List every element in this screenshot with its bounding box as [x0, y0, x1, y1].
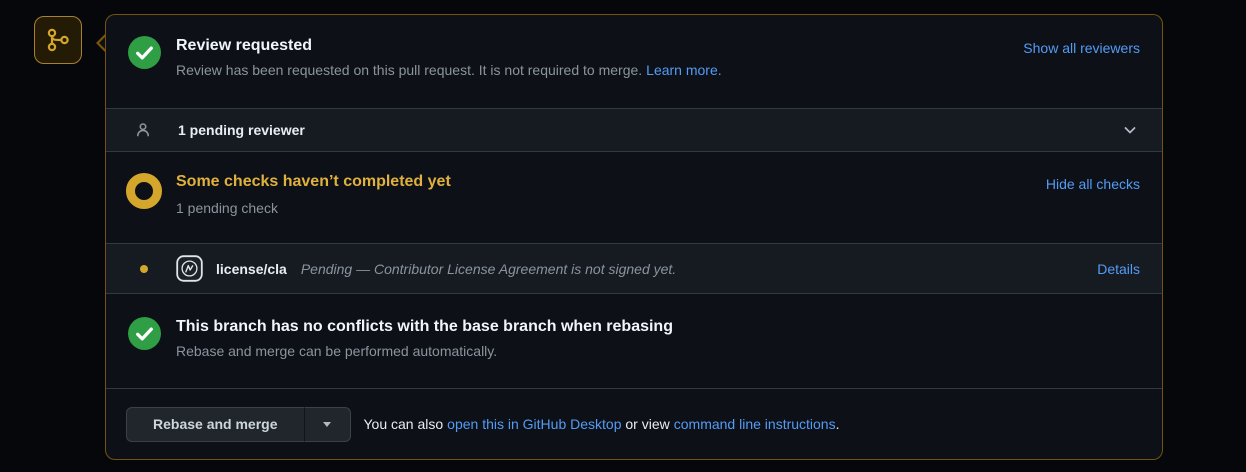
mergeability-subtitle: Rebase and merge can be performed automa…	[176, 343, 498, 359]
check-circle-icon	[128, 317, 161, 350]
merge-box-pointer	[96, 32, 108, 54]
pending-reviewer-label: 1 pending reviewer	[178, 122, 305, 138]
mergeability-title: This branch has no conflicts with the ba…	[176, 318, 673, 335]
github-desktop-link[interactable]: open this in GitHub Desktop	[447, 416, 622, 432]
caret-down-icon	[323, 421, 331, 427]
check-name: license/cla	[216, 260, 287, 277]
sentence-period: .	[835, 416, 840, 432]
checks-summary-section: Some checks haven’t completed yet 1 pend…	[106, 151, 1162, 243]
checks-title: Some checks haven’t completed yet	[176, 173, 451, 190]
review-requested-section: Review requested Review has been request…	[106, 15, 1162, 108]
merge-options-dropdown-button[interactable]	[303, 406, 351, 442]
pending-ring-icon	[126, 173, 162, 209]
pending-dot-icon	[140, 264, 148, 273]
check-status-text: Pending — Contributor License Agreement …	[300, 260, 677, 277]
mergeability-section: This branch has no conflicts with the ba…	[106, 293, 1162, 388]
hide-all-checks-link[interactable]: Hide all checks	[1045, 176, 1140, 192]
chevron-down-icon[interactable]	[1122, 122, 1138, 138]
check-details-link[interactable]: Details	[1097, 260, 1140, 277]
checks-subtitle: 1 pending check	[176, 200, 278, 216]
cla-app-avatar	[176, 255, 203, 282]
person-icon	[134, 121, 152, 139]
command-line-instructions-link[interactable]: command line instructions	[673, 416, 836, 432]
merge-box: Review requested Review has been request…	[105, 14, 1163, 460]
timeline-event-badge	[34, 16, 82, 64]
check-circle-icon	[128, 36, 161, 69]
merge-button-group: Rebase and merge	[126, 406, 351, 442]
git-branch-icon	[43, 25, 73, 55]
review-description: Review has been requested on this pull r…	[176, 62, 722, 78]
rebase-and-merge-button[interactable]: Rebase and merge	[126, 406, 304, 442]
pending-reviewer-row[interactable]: 1 pending reviewer	[106, 108, 1162, 151]
learn-more-link[interactable]: Learn more.	[646, 62, 722, 78]
review-title: Review requested	[176, 37, 313, 54]
check-item-row: license/cla Pending — Contributor Licens…	[106, 243, 1162, 293]
show-all-reviewers-link[interactable]: Show all reviewers	[1023, 40, 1140, 56]
